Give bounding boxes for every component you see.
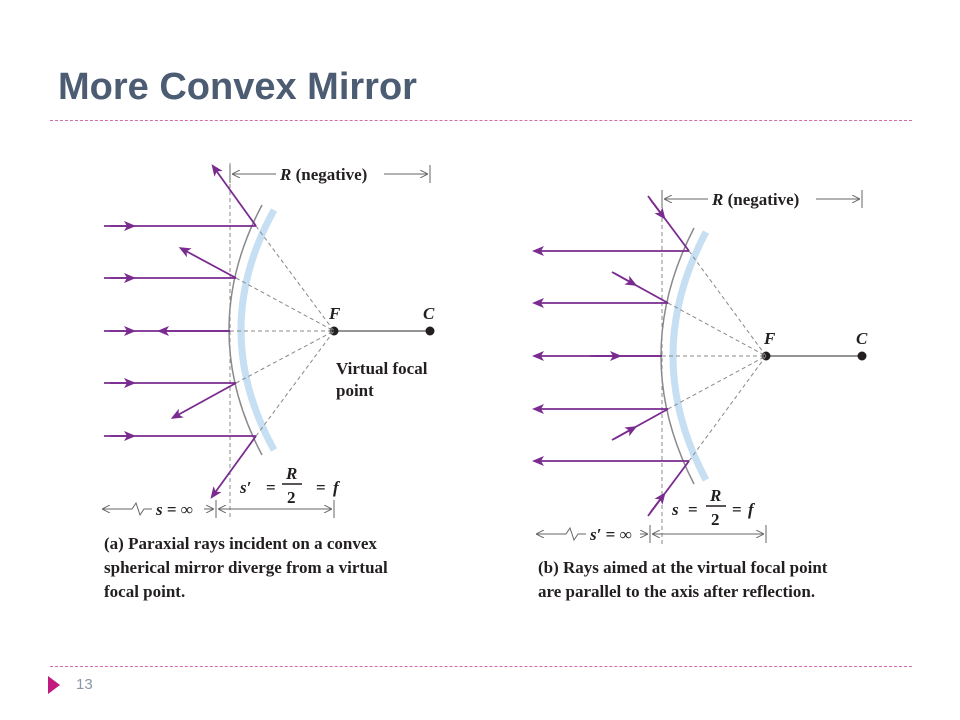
center-label-b: C	[856, 329, 868, 348]
reflected-ray-a	[210, 435, 257, 499]
object-distance-label-b: s	[671, 500, 679, 519]
extension-line-a	[255, 225, 335, 332]
title-divider	[50, 120, 912, 121]
footer-arrow-icon	[48, 676, 60, 694]
page-number: 13	[76, 676, 93, 693]
fraction-den-a: 2	[287, 488, 296, 507]
panel-b: R (negative) F C s = R 2 = f s′ = ∞ (b) …	[532, 190, 868, 601]
focal-length-label-b: f	[748, 500, 756, 519]
object-distance-label-a: s = ∞	[155, 500, 193, 519]
caption-b: (b) Rays aimed at the virtual focal poin…	[538, 558, 832, 601]
extension-line-b	[688, 355, 767, 462]
extension-line-a	[235, 277, 335, 332]
panel-a: R (negative) F C Virtual focal point s′ …	[102, 163, 435, 601]
center-point-b	[857, 351, 867, 361]
equals-b-2: =	[732, 500, 742, 519]
focal-label-a: F	[328, 304, 341, 323]
reflected-ray-a	[170, 382, 237, 419]
equals-b-1: =	[688, 500, 698, 519]
extension-line-b	[667, 355, 767, 410]
center-point-a	[425, 326, 435, 336]
caption-a: (a) Paraxial rays incident on a convex s…	[104, 534, 392, 601]
equals-a-1: =	[266, 478, 276, 497]
footer-divider	[50, 666, 912, 667]
center-label-a: C	[423, 304, 435, 323]
mirror-b-coating	[669, 230, 710, 482]
slide-title: More Convex Mirror	[58, 66, 417, 108]
virtual-focal-label: Virtual focal point	[336, 359, 432, 400]
focal-length-label-a: f	[333, 478, 341, 497]
mirror-a-surface	[228, 204, 263, 456]
fraction-den-b: 2	[711, 510, 720, 529]
equals-a-2: =	[316, 478, 326, 497]
radius-label-b: R (negative)	[711, 190, 799, 209]
extension-line-b	[688, 250, 767, 357]
extension-line-a	[255, 330, 335, 437]
image-distance-label-b: s′ = ∞	[589, 525, 632, 544]
extension-line-b	[667, 302, 767, 357]
reflected-ray-a	[211, 164, 257, 227]
focal-label-b: F	[763, 329, 776, 348]
s-prime-label-a: s′	[239, 478, 251, 497]
mirror-a-coating	[237, 208, 278, 452]
radius-label-a: R (negative)	[279, 165, 367, 184]
extension-line-a	[235, 330, 335, 384]
reflected-ray-a	[178, 247, 237, 279]
fraction-num-a: R	[285, 464, 297, 483]
fraction-num-b: R	[709, 486, 721, 505]
